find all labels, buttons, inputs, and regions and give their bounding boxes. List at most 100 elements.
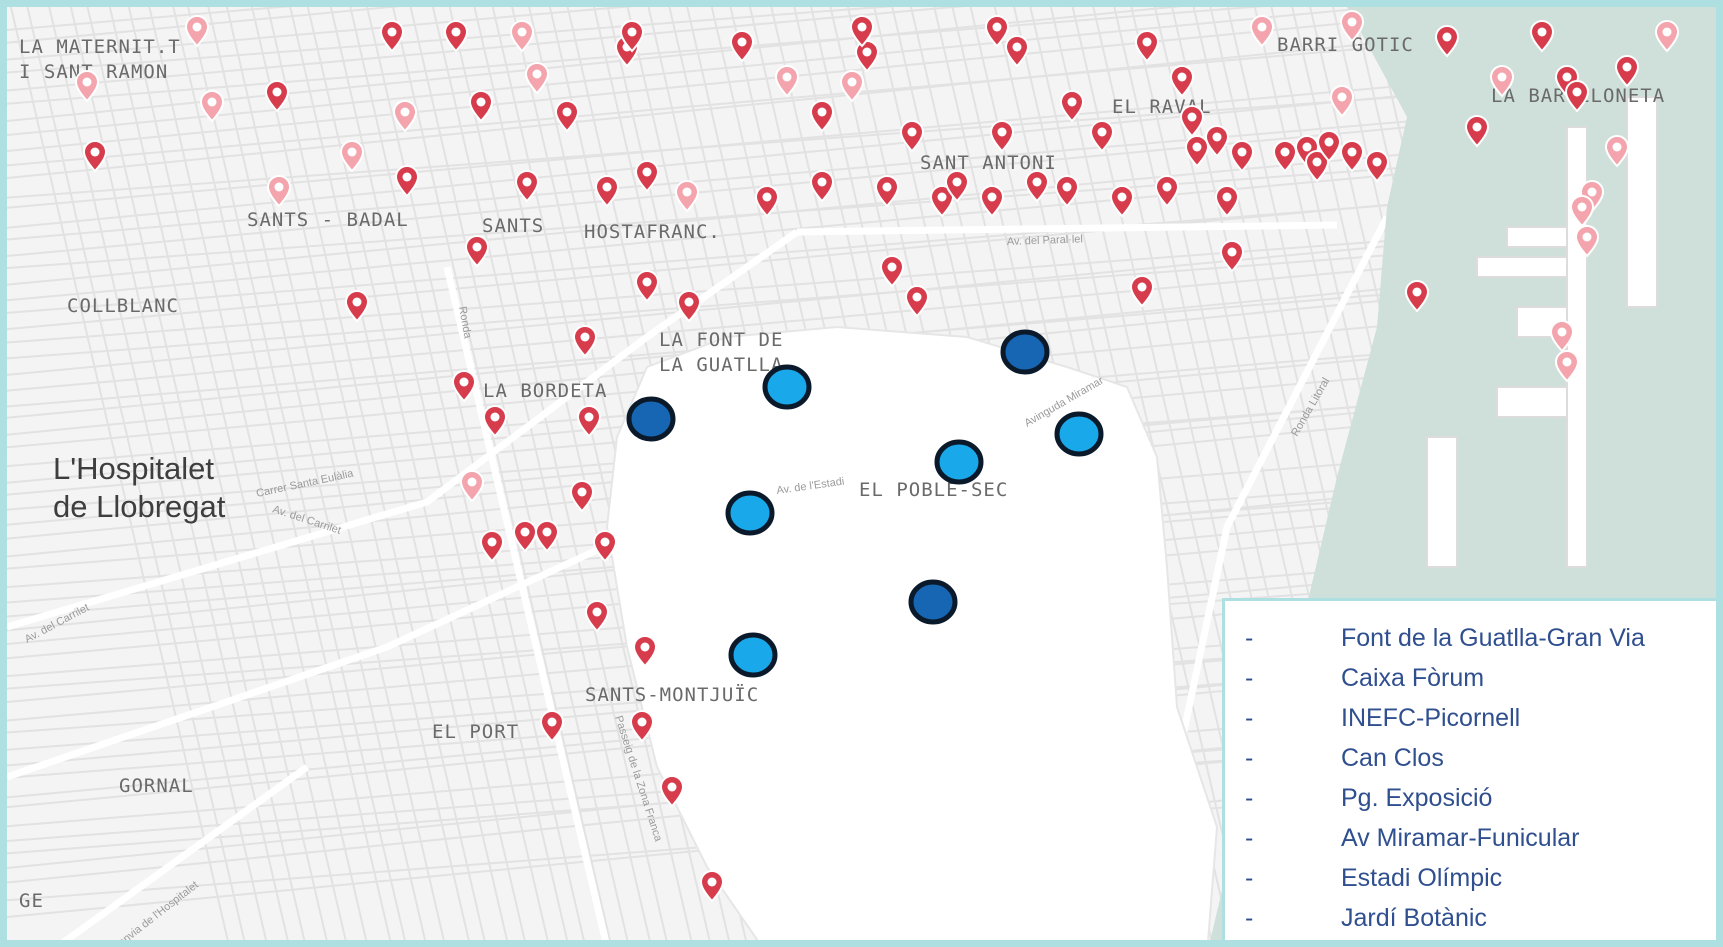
poi-pin [514,170,540,203]
bike-stop-marker[interactable] [908,579,958,625]
poi-pin [1169,65,1195,98]
poi-pin [1272,140,1298,173]
bike-stop-marker[interactable] [725,490,775,536]
street-line [172,7,392,940]
poi-pin [584,600,610,633]
bike-stop-marker[interactable] [762,364,812,410]
street-line [108,7,328,940]
poi-pin [539,710,565,743]
poi-pin [1214,185,1240,218]
legend-dash: - [1245,744,1254,772]
area-label-line: HOSTAFRANC. [584,221,721,243]
street-label-ronda: Ronda [456,305,474,340]
street-line [7,7,402,44]
area-label-line: EL POBLE-SEC [859,479,1008,501]
area-label-la-bordeta: LA BORDETA [483,380,607,402]
road-gran-via [7,229,800,631]
poi-pin [1329,85,1355,118]
poi-pin [839,70,865,103]
poi-pin [1219,240,1245,273]
area-label-line: SANTS - BADAL [247,209,409,231]
poi-pin [809,100,835,133]
street-line [7,7,1390,136]
bike-stop-marker[interactable] [934,439,984,485]
poi-pin [1489,65,1515,98]
poi-pin [659,775,685,808]
poi-pin [929,185,955,218]
poi-pin [632,635,658,668]
poi-pin [1316,130,1342,163]
poi-pin [512,520,538,553]
street-line [329,7,549,940]
area-label-el-poble-sec: EL POBLE-SEC [859,479,1008,501]
area-label-line: LA BORDETA [483,380,607,402]
street-line [148,7,368,940]
poi-pin [554,100,580,133]
area-label-sants-montjuic: SANTS-MONTJUÏC [585,683,759,706]
poi-pins [74,10,1680,903]
bike-stop-marker[interactable] [728,632,778,678]
bike-stop-marker[interactable] [1054,411,1104,457]
area-label-line: LA GUATLLA [659,354,783,376]
legend-dash: - [1245,664,1254,692]
street-line [251,7,470,940]
street-line [7,252,1408,360]
poi-pin [1339,10,1365,43]
legend-label: INEFC-Picornell [1341,704,1521,732]
poi-pin [774,65,800,98]
poi-pin [464,235,490,268]
area-label-line: GORNAL [119,775,194,797]
poi-pin [676,290,702,323]
area-label-line: SANTS [482,215,544,237]
legend-box: -Font de la Guatlla-Gran Via -Caixa Fòru… [1222,598,1716,940]
street-line [187,7,406,940]
poi-pin [199,90,225,123]
area-label-barri-gotic: BARRI GOTIC [1277,34,1414,56]
area-label-line: BARRI GOTIC [1277,34,1414,56]
street-line [9,7,229,940]
poi-pin [979,185,1005,218]
poi-pin [984,15,1010,48]
street-line [7,120,1408,241]
legend-label: Caixa Fòrum [1341,664,1485,692]
street-line [7,7,293,31]
poi-pin [634,160,660,193]
area-label-line: LA MATERNIT.T [19,36,181,58]
poi-pin [1229,140,1255,173]
poi-pin [1614,55,1640,88]
poi-pin [1304,150,1330,183]
area-label-collblanc: COLLBLANC [67,295,179,317]
poi-pin [479,530,505,563]
street-line [431,7,651,940]
poi-pin [1154,175,1180,208]
street-line [7,39,1408,180]
poi-pin [264,80,290,113]
area-label-sants-badal: SANTS - BADAL [247,209,409,231]
legend-dash: - [1245,864,1254,892]
poi-pin [809,170,835,203]
poi-pin [904,285,930,318]
poi-pin [879,255,905,288]
street-line [289,7,509,940]
poi-pin [1554,350,1580,383]
poi-pin [1564,80,1590,113]
bike-stop-marker[interactable] [1000,329,1050,375]
poi-pin [1179,105,1205,138]
street-line [26,7,246,940]
legend-dash: - [1245,824,1254,852]
poi-pin [674,180,700,213]
poi-pin [1054,175,1080,208]
poi-pin [874,175,900,208]
poi-pin [1364,150,1390,183]
poi-pin [1129,275,1155,308]
poi-pin [534,520,560,553]
legend-dash: - [1245,784,1254,812]
poi-pin [1339,140,1365,173]
street-line [409,7,629,940]
bike-stop-marker[interactable] [626,396,676,442]
poi-pin [266,175,292,208]
poi-pin [989,120,1015,153]
street-line [7,7,1183,122]
